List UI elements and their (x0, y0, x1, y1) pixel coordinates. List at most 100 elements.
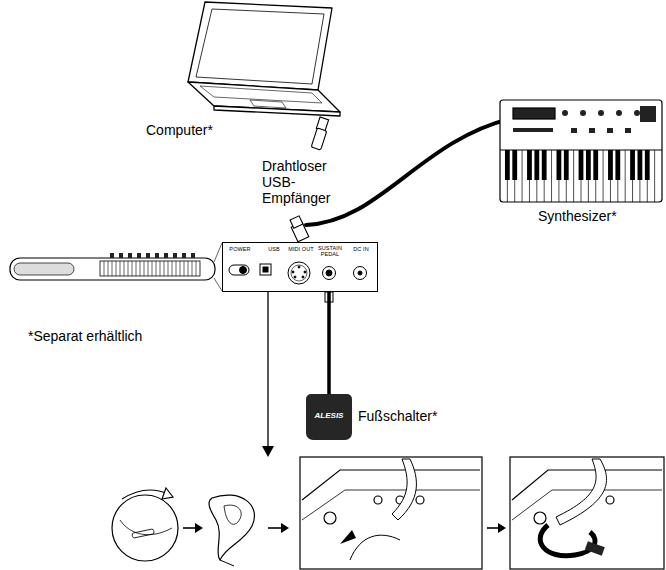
synthesizer (542, 150, 547, 180)
synthesizer (645, 150, 650, 180)
keytar (184, 261, 185, 276)
synthesizer (522, 150, 523, 202)
keytar (108, 261, 109, 276)
keytar (146, 253, 150, 258)
foot-switch: ALESISFußschalter* (306, 394, 352, 440)
keytar (112, 261, 113, 276)
rear-panel-parts (229, 265, 249, 275)
keytar (176, 261, 177, 276)
step-arrow (268, 527, 282, 529)
synthesizer (571, 128, 577, 133)
strap-step-1 (122, 490, 168, 499)
panel-label: DC IN (347, 247, 375, 253)
synthesizer (586, 150, 591, 180)
part-name: Fußschalter* (358, 408, 437, 424)
panel-label: USB (254, 247, 294, 253)
keytar (100, 261, 200, 276)
synthesizer (557, 150, 562, 180)
rear-panel-parts (288, 262, 310, 284)
laptop (196, 9, 324, 84)
step-arrow (498, 523, 506, 533)
panel-label: MIDI OUT (285, 247, 317, 253)
strap-step-4 (510, 457, 664, 569)
keytar (140, 261, 141, 276)
usb-dongle (311, 117, 328, 150)
keytar (10, 258, 215, 280)
down-arrow (262, 292, 274, 457)
usb-dongle (311, 128, 327, 150)
strap-step-1 (112, 495, 178, 561)
synthesizer (608, 150, 613, 180)
synthesizer (625, 128, 631, 133)
device-label: Drahtloser USB-Empfänger (262, 158, 348, 206)
synthesizer (564, 150, 569, 180)
rear-panel-parts (354, 267, 367, 280)
synthesizer (534, 150, 539, 180)
strap-step-3 (300, 457, 482, 569)
laptop (188, 2, 340, 116)
keytar (124, 261, 125, 276)
projection-line (214, 243, 222, 291)
rear-panel-parts (294, 276, 296, 278)
synthesizer (616, 110, 622, 116)
projection-line (214, 243, 222, 262)
strap-step-3 (340, 530, 356, 544)
step-arrow (195, 523, 203, 533)
step-arrow (183, 527, 196, 529)
strap-step-1 (112, 488, 178, 561)
keytar (104, 261, 105, 276)
synthesizer (630, 150, 635, 180)
keytar (144, 261, 145, 276)
rear-panel-parts (240, 267, 247, 274)
keytar (10, 253, 215, 280)
synthesizer (625, 150, 626, 202)
panel-label: SUSTAIN PEDAL (317, 246, 343, 258)
keytar (191, 253, 195, 258)
strap-step-4 (510, 457, 664, 569)
rear-panel-parts (358, 271, 362, 275)
keytar (148, 261, 149, 276)
down-arrow (267, 292, 268, 448)
midi-cable (290, 216, 303, 228)
synthesizer (500, 100, 662, 202)
strap-step-3 (302, 470, 480, 500)
strap-step-2 (209, 495, 254, 566)
rear-panel-parts (304, 271, 306, 273)
keytar (156, 261, 157, 276)
keytar (128, 261, 129, 276)
strap-step-4 (512, 470, 662, 500)
laptop (188, 82, 340, 112)
keytar (104, 261, 196, 276)
keytar (136, 261, 137, 276)
keytar (155, 253, 159, 258)
rear-panel-parts (292, 271, 294, 273)
strap-step-3 (416, 496, 424, 504)
keytar (164, 253, 168, 258)
device-label: Synthesizer* (538, 208, 617, 224)
strap-step-3 (392, 459, 416, 520)
keytar (164, 261, 165, 276)
synthesizer (638, 150, 643, 180)
strap-step-1 (132, 529, 155, 538)
strap-step-3 (324, 512, 336, 524)
rear-panel-parts (298, 266, 300, 268)
synthesizer (551, 150, 552, 202)
keytar (119, 253, 123, 258)
synthesizer (580, 110, 586, 116)
rear-panel-parts (323, 267, 336, 280)
strap-step-3 (374, 496, 382, 504)
synthesizer (505, 150, 510, 180)
keytar (116, 261, 117, 276)
synthesizer (527, 150, 532, 180)
synthesizer (603, 150, 604, 202)
keytar (128, 253, 132, 258)
strap-step-3 (300, 457, 482, 569)
synthesizer (500, 100, 662, 202)
synthesizer (607, 128, 613, 133)
keytar (168, 261, 169, 276)
laptop (188, 2, 332, 90)
cable (327, 292, 331, 394)
synthesizer (598, 110, 604, 116)
synthesizer (573, 150, 574, 202)
strap-step-4 (540, 525, 595, 556)
